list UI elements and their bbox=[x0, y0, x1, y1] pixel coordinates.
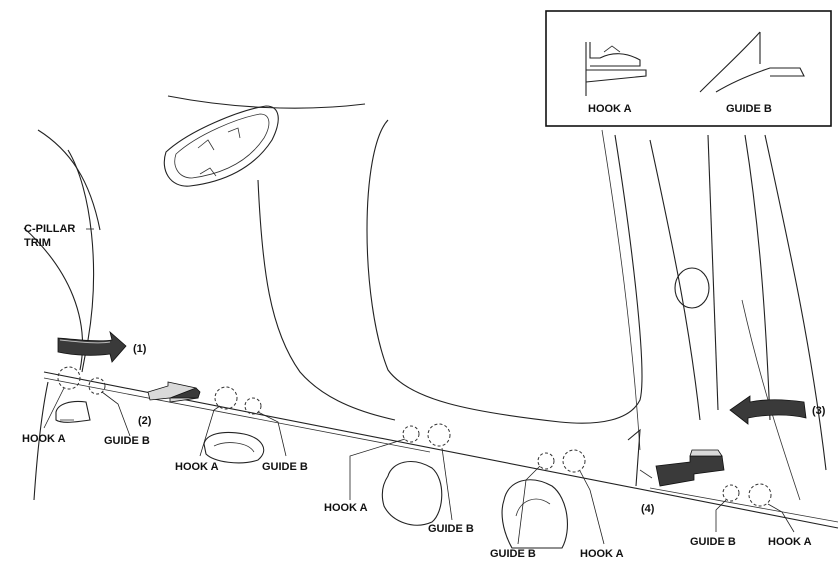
hook-a-circle-5 bbox=[748, 483, 772, 507]
hook-a-label-1: HOOK A bbox=[22, 433, 66, 445]
hook-a-circle-3 bbox=[402, 425, 420, 443]
hook-a-label-5: HOOK A bbox=[768, 536, 812, 548]
detail-inset-box: HOOK A GUIDE B bbox=[545, 10, 832, 127]
inset-guide-label: GUIDE B bbox=[726, 103, 772, 115]
c-pillar-label-line1: C-PILLAR bbox=[24, 223, 75, 235]
step-3-label: (3) bbox=[812, 405, 826, 417]
hook-a-detail-icon bbox=[585, 42, 647, 96]
step-1-curved-arrow bbox=[57, 330, 127, 363]
inset-hook-label: HOOK A bbox=[588, 103, 632, 115]
guide-b-label-3: GUIDE B bbox=[428, 523, 474, 535]
hook-a-circle-2 bbox=[214, 386, 238, 410]
step-3-curved-arrow bbox=[729, 395, 807, 425]
step-4-straight-arrow bbox=[655, 449, 725, 487]
hook-a-label-2: HOOK A bbox=[175, 461, 219, 473]
diagram-labels: C-PILLAR TRIM (1) (2) (3) (4) HOOK A GUI… bbox=[22, 223, 826, 560]
c-pillar-label-line2: TRIM bbox=[24, 237, 51, 249]
guide-b-detail-icon bbox=[699, 31, 805, 93]
guide-b-circle-1 bbox=[88, 377, 106, 395]
guide-b-label-2: GUIDE B bbox=[262, 461, 308, 473]
guide-b-circle-4 bbox=[537, 452, 555, 470]
quarter-grip-shape bbox=[163, 105, 279, 187]
hook-a-label-3: HOOK A bbox=[324, 502, 368, 514]
guide-b-label-4: GUIDE B bbox=[490, 548, 536, 560]
guide-b-circle-2 bbox=[244, 397, 262, 415]
hook-a-circle-4 bbox=[562, 449, 586, 473]
guide-b-circle-5 bbox=[722, 484, 740, 502]
hook-a-label-4: HOOK A bbox=[580, 548, 624, 560]
step-2-label: (2) bbox=[138, 415, 152, 427]
step-4-label: (4) bbox=[641, 503, 655, 515]
clip-locations bbox=[57, 366, 772, 507]
step-2-straight-arrow bbox=[147, 381, 201, 403]
guide-b-circle-3 bbox=[427, 423, 451, 447]
leader-lines bbox=[43, 228, 795, 545]
hook-a-circle-1 bbox=[57, 366, 81, 390]
step-1-label: (1) bbox=[133, 343, 147, 355]
guide-b-label-1: GUIDE B bbox=[104, 435, 150, 447]
vehicle-body-outline bbox=[23, 95, 839, 529]
guide-b-label-5: GUIDE B bbox=[690, 536, 736, 548]
lower-clip-shapes bbox=[55, 400, 568, 549]
